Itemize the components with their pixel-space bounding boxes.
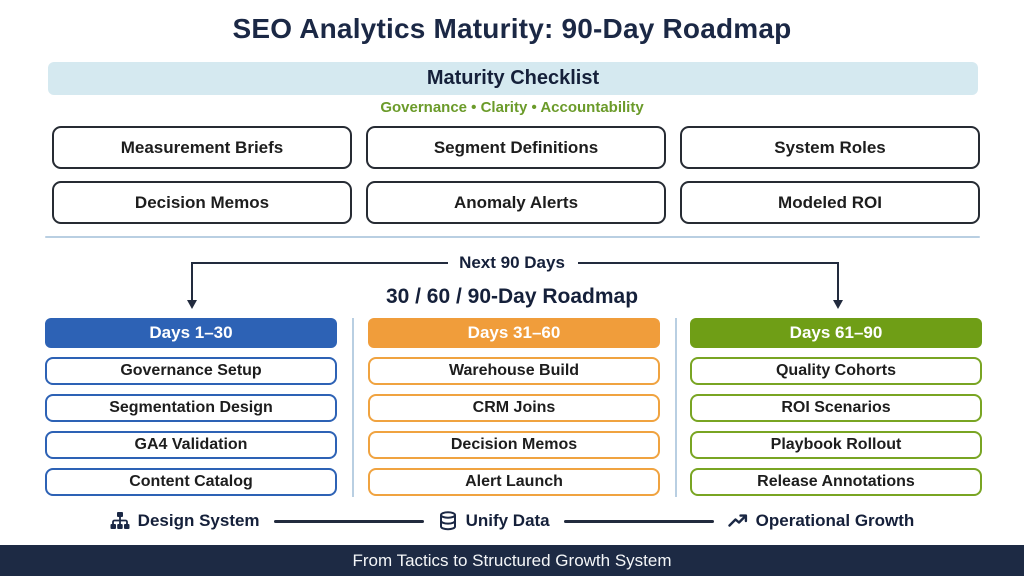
column-divider-1 — [352, 318, 354, 497]
bottom-flow: Design System Unify Data Operational Gro… — [0, 505, 1024, 537]
maturity-checklist-banner: Maturity Checklist — [48, 62, 978, 95]
checklist-box-system-roles: System Roles — [680, 126, 980, 169]
checklist-box-segment-definitions: Segment Definitions — [366, 126, 666, 169]
flow-label-design-system: Design System — [137, 511, 260, 530]
section-divider — [45, 236, 980, 238]
roadmap-item-release-annotations: Release Annotations — [690, 468, 982, 496]
trending-up-icon — [727, 511, 748, 531]
roadmap-column-days-31-60: Days 31–60 Warehouse Build CRM Joins Dec… — [368, 318, 660, 496]
checklist-box-measurement-briefs: Measurement Briefs — [52, 126, 352, 169]
bracket-vertical-left — [191, 262, 193, 302]
next-90-days-label: Next 90 Days — [459, 253, 565, 272]
database-icon — [438, 511, 458, 531]
roadmap-item-alert-launch: Alert Launch — [368, 468, 660, 496]
roadmap-item-crm-joins: CRM Joins — [368, 394, 660, 422]
flow-label-operational-growth: Operational Growth — [755, 511, 915, 530]
bracket-vertical-right — [837, 262, 839, 302]
column-header-days-31-60: Days 31–60 — [368, 318, 660, 348]
roadmap-item-roi-scenarios: ROI Scenarios — [690, 394, 982, 422]
flow-connector-2 — [563, 519, 714, 523]
column-header-days-61-90: Days 61–90 — [690, 318, 982, 348]
flow-label-unify-data: Unify Data — [465, 511, 550, 530]
flow-step-unify-data: Unify Data — [438, 511, 550, 531]
roadmap-item-governance-setup: Governance Setup — [45, 357, 337, 385]
column-divider-2 — [675, 318, 677, 497]
arrow-down-left-icon — [187, 300, 197, 309]
roadmap-item-quality-cohorts: Quality Cohorts — [690, 357, 982, 385]
checklist-subtitle: Governance • Clarity • Accountability — [380, 99, 644, 116]
flow-step-design-system: Design System — [110, 511, 260, 531]
roadmap-column-days-1-30: Days 1–30 Governance Setup Segmentation … — [45, 318, 337, 496]
checklist-box-decision-memos: Decision Memos — [52, 181, 352, 224]
checklist-box-anomaly-alerts: Anomaly Alerts — [366, 181, 666, 224]
bracket-line-left — [191, 262, 448, 264]
roadmap-column-days-61-90: Days 61–90 Quality Cohorts ROI Scenarios… — [690, 318, 982, 496]
roadmap-item-content-catalog: Content Catalog — [45, 468, 337, 496]
footer-text: From Tactics to Structured Growth System — [352, 550, 672, 570]
roadmap-heading: 30 / 60 / 90-Day Roadmap — [385, 285, 639, 308]
column-header-days-1-30: Days 1–30 — [45, 318, 337, 348]
roadmap-item-ga4-validation: GA4 Validation — [45, 431, 337, 459]
footer-bar: From Tactics to Structured Growth System — [0, 545, 1024, 576]
arrow-down-right-icon — [833, 300, 843, 309]
flow-step-operational-growth: Operational Growth — [727, 511, 915, 531]
checklist-box-modeled-roi: Modeled ROI — [680, 181, 980, 224]
org-chart-icon — [110, 511, 130, 531]
bracket-line-right — [578, 262, 839, 264]
roadmap-item-playbook-rollout: Playbook Rollout — [690, 431, 982, 459]
checklist-grid: Measurement Briefs Segment Definitions S… — [52, 126, 980, 224]
maturity-checklist-banner-label: Maturity Checklist — [426, 67, 600, 89]
roadmap-item-segmentation-design: Segmentation Design — [45, 394, 337, 422]
page-title: SEO Analytics Maturity: 90-Day Roadmap — [232, 13, 792, 44]
flow-connector-1 — [273, 519, 424, 523]
roadmap-item-decision-memos: Decision Memos — [368, 431, 660, 459]
roadmap-item-warehouse-build: Warehouse Build — [368, 357, 660, 385]
